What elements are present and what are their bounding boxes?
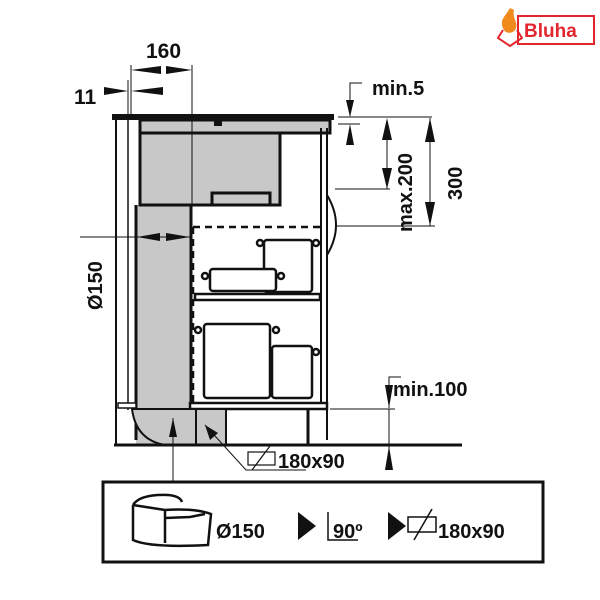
plinth-duct <box>195 408 227 446</box>
legend-flat-duct: 180x90 <box>438 521 505 543</box>
dim-160: 160 <box>146 40 181 63</box>
legend-bend-angle: 90º <box>333 521 363 543</box>
flame-icon <box>501 8 517 33</box>
dim-duct-diameter: Ø150 <box>85 261 107 310</box>
legend-round-duct: Ø150 <box>216 521 265 543</box>
dim-11: 11 <box>74 86 97 109</box>
pot-upper-pan <box>200 267 286 293</box>
legend-box <box>101 480 545 564</box>
bluha-logo: Bluha <box>496 8 595 48</box>
flat-duct-icon <box>247 451 276 466</box>
arrow-right-icon <box>388 512 406 540</box>
vertical-duct <box>136 205 191 445</box>
pot-lower-small <box>270 344 321 400</box>
dim-180x90: 180x90 <box>278 451 345 473</box>
flat-duct-icon <box>407 516 437 533</box>
dim-min-5: min.5 <box>372 78 424 100</box>
logo-text: Bluha <box>524 21 577 42</box>
dim-300: 300 <box>445 167 467 200</box>
dim-max-200: max.200 <box>395 153 417 232</box>
bend-angle-icon <box>327 512 358 541</box>
pot-lower-large <box>193 322 281 400</box>
dim-min-100: min.100 <box>393 379 467 401</box>
duct-adapter-icon <box>131 493 213 548</box>
shelf <box>193 292 322 302</box>
door-handle <box>326 194 337 256</box>
arrow-right-icon <box>298 512 316 540</box>
